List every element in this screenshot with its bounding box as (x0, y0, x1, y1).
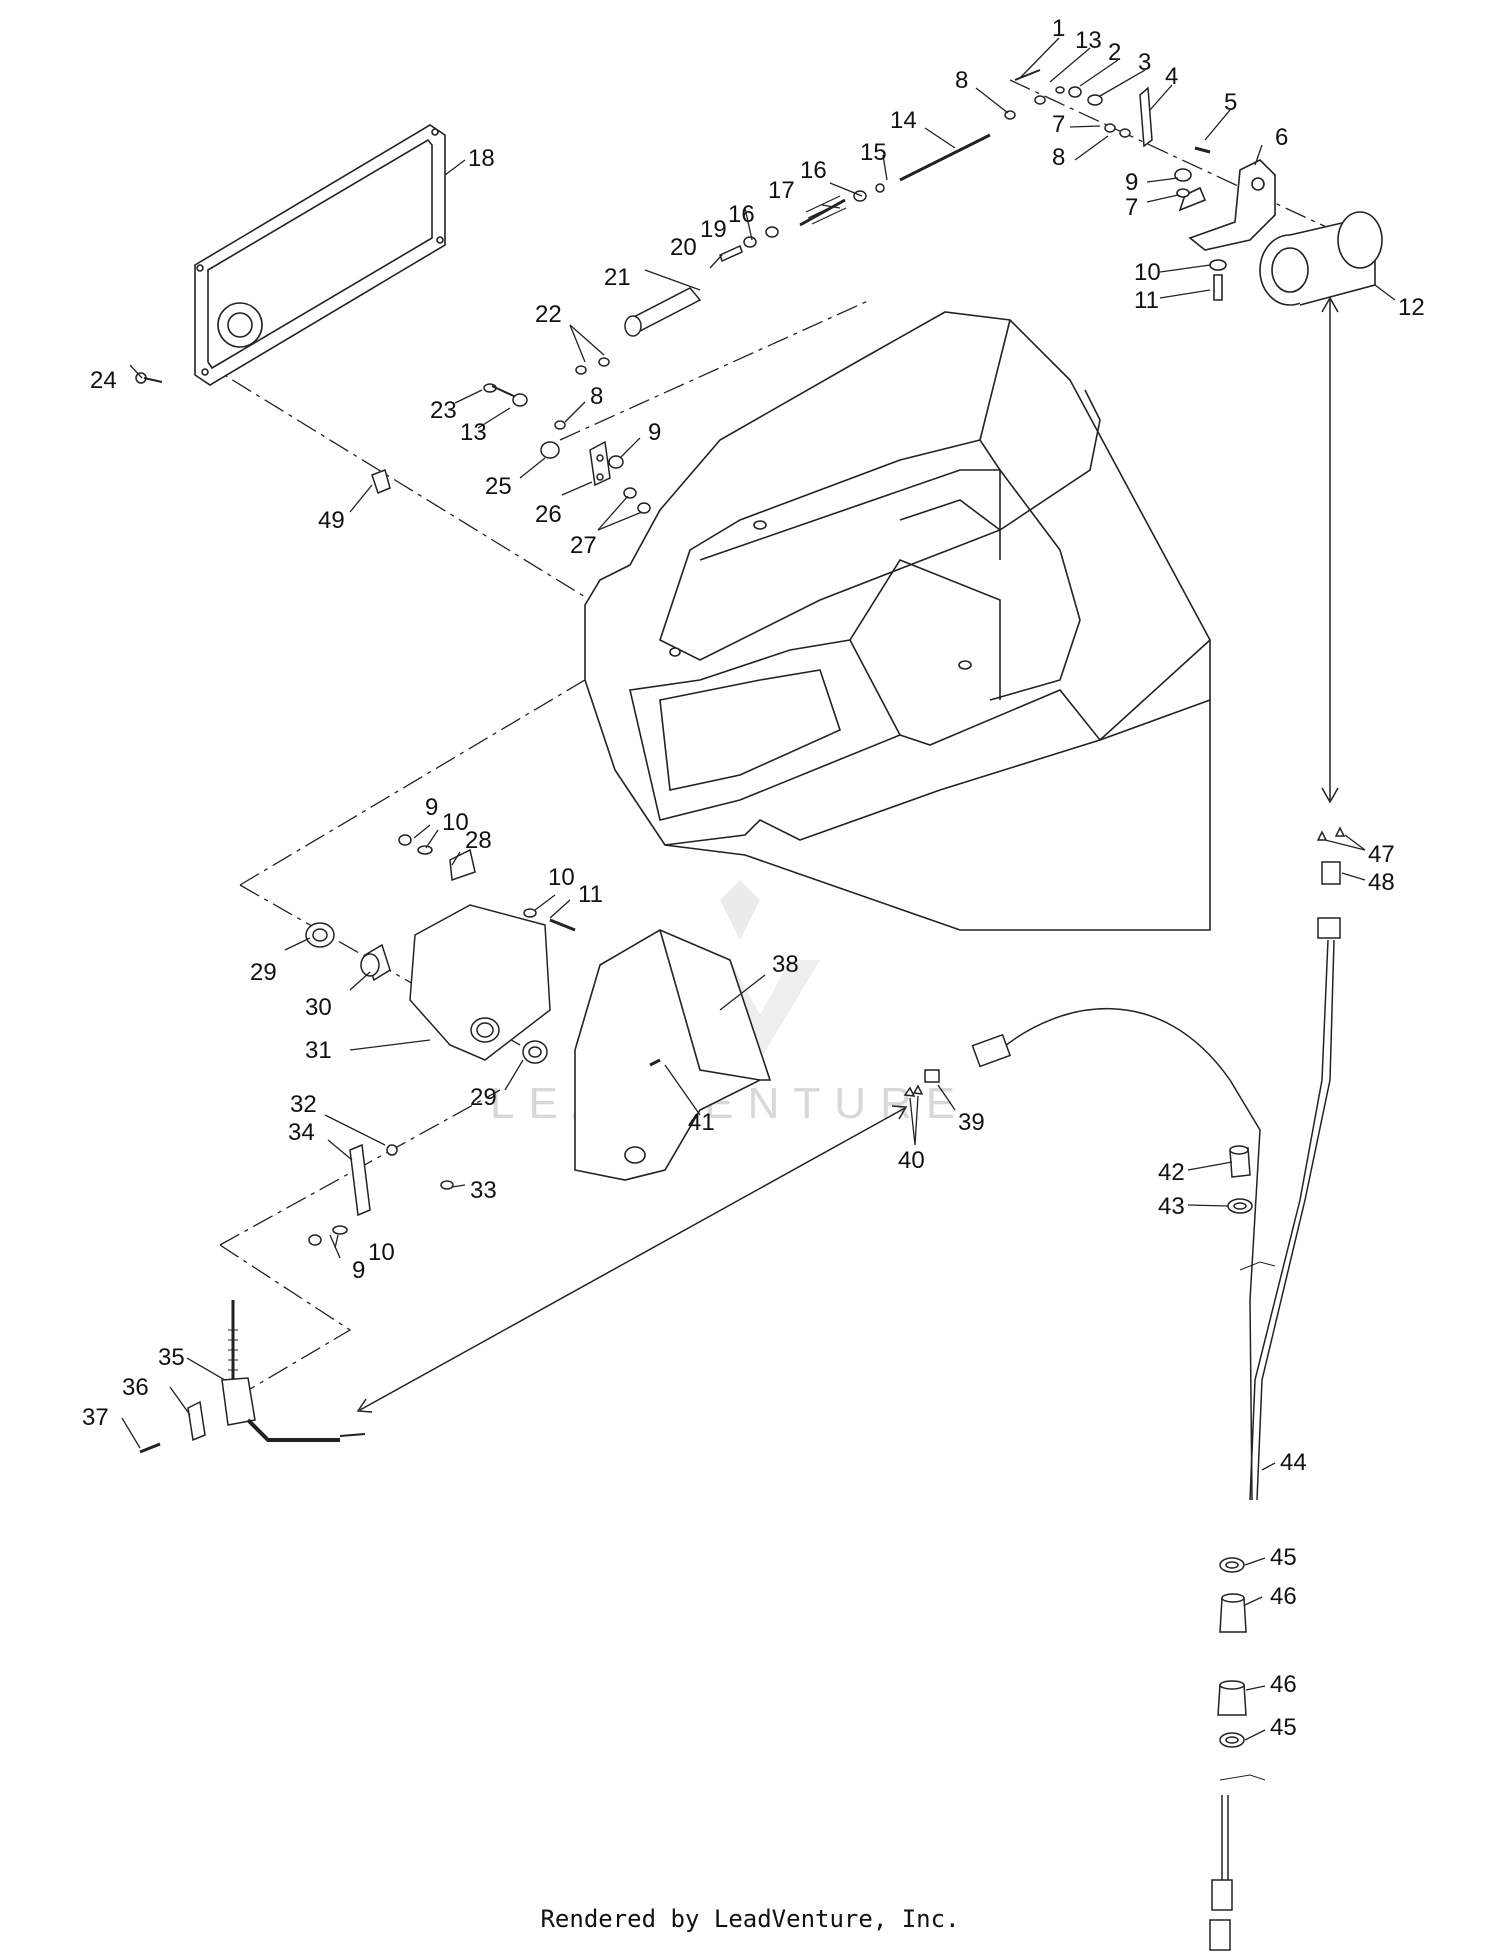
callout-labels: 1 13 2 3 4 5 6 8 14 7 8 15 16 17 16 9 7 … (82, 15, 1425, 1741)
callout-12: 12 (1398, 294, 1425, 321)
callout-5: 5 (1224, 89, 1237, 116)
callout-3: 3 (1138, 49, 1151, 76)
link-parts (135, 357, 651, 514)
callout-15: 15 (860, 139, 887, 166)
rod-assembly (624, 69, 1211, 337)
callout-36: 36 (122, 1374, 149, 1401)
callout-29: 29 (470, 1084, 497, 1111)
callout-10: 10 (442, 809, 469, 836)
callout-1: 1 (1052, 15, 1065, 42)
footer-credit: Rendered by LeadVenture, Inc. (540, 1905, 960, 1933)
callout-37: 37 (82, 1404, 109, 1431)
control-housing (584, 311, 1211, 931)
callout-19: 19 (700, 216, 727, 243)
connector-39-40 (903, 1069, 940, 1097)
callout-27: 27 (570, 532, 597, 559)
callout-21: 21 (604, 264, 631, 291)
leader-lines (121, 37, 1396, 1741)
cable-fittings (1217, 1145, 1253, 1748)
callout-9: 9 (352, 1257, 365, 1284)
callout-4: 4 (1165, 63, 1178, 90)
shield-cover (574, 929, 772, 1181)
callout-46: 46 (1270, 1583, 1297, 1610)
callout-29: 29 (250, 959, 277, 986)
callout-45: 45 (1270, 1544, 1297, 1571)
callout-32: 32 (290, 1091, 317, 1118)
callout-20: 20 (670, 234, 697, 261)
callout-41: 41 (688, 1109, 715, 1136)
switch-assembly (139, 1143, 454, 1454)
harness (971, 826, 1346, 1951)
callout-42: 42 (1158, 1159, 1185, 1186)
callout-7: 7 (1125, 194, 1138, 221)
callout-28: 28 (465, 827, 492, 854)
callout-26: 26 (535, 501, 562, 528)
callout-17: 17 (768, 177, 795, 204)
callout-10: 10 (548, 864, 575, 891)
callout-11: 11 (1134, 287, 1159, 314)
callout-31: 31 (305, 1037, 332, 1064)
callout-22: 22 (535, 301, 562, 328)
actuator-bracket (1174, 159, 1276, 301)
callout-48: 48 (1368, 869, 1395, 896)
callout-2: 2 (1108, 39, 1121, 66)
callout-8: 8 (955, 67, 968, 94)
callout-11: 11 (578, 881, 603, 908)
callout-16: 16 (800, 157, 827, 184)
callout-45: 45 (1270, 1714, 1297, 1741)
callout-23: 23 (430, 397, 457, 424)
callout-8: 8 (590, 383, 603, 410)
callout-30: 30 (305, 994, 332, 1021)
callout-9: 9 (648, 419, 661, 446)
callout-24: 24 (90, 367, 117, 394)
callout-7: 7 (1052, 111, 1065, 138)
callout-8: 8 (1052, 144, 1065, 171)
callout-10: 10 (1134, 259, 1161, 286)
callout-47: 47 (1368, 841, 1395, 868)
callout-18: 18 (468, 145, 495, 172)
callout-6: 6 (1275, 124, 1288, 151)
callout-43: 43 (1158, 1193, 1185, 1220)
callout-40: 40 (898, 1147, 925, 1174)
callout-35: 35 (158, 1344, 185, 1371)
callout-14: 14 (890, 107, 917, 134)
callout-49: 49 (318, 507, 345, 534)
callout-44: 44 (1280, 1449, 1307, 1476)
connection-arrows (356, 296, 1339, 1413)
actuator-motor (1259, 211, 1383, 306)
callout-38: 38 (772, 951, 799, 978)
cover-plate-assembly (305, 834, 576, 1064)
callout-46: 46 (1270, 1671, 1297, 1698)
callout-33: 33 (470, 1177, 497, 1204)
callout-10: 10 (368, 1239, 395, 1266)
callout-16: 16 (728, 201, 755, 228)
callout-9: 9 (425, 794, 438, 821)
callout-34: 34 (288, 1119, 315, 1146)
callout-9: 9 (1125, 169, 1138, 196)
callout-39: 39 (958, 1109, 985, 1136)
gasket-panel (194, 124, 446, 386)
callout-25: 25 (485, 473, 512, 500)
callout-13: 13 (1075, 27, 1102, 54)
callout-13: 13 (460, 419, 487, 446)
